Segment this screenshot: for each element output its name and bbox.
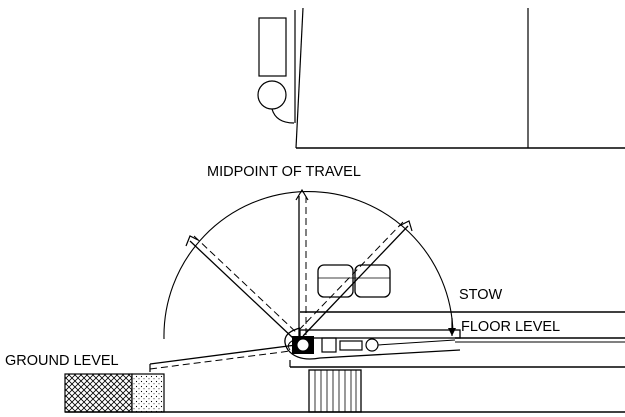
vehicle-underbody <box>289 360 625 368</box>
curb-hatched <box>64 373 133 413</box>
platform-positions <box>149 188 413 372</box>
mirror-arm <box>271 108 295 124</box>
seat-cushions <box>317 264 391 298</box>
lowered-platform <box>149 344 299 372</box>
mirror-box <box>258 17 287 77</box>
door-edge-line <box>295 7 304 149</box>
lift-base <box>284 327 461 360</box>
pump-box <box>321 337 337 353</box>
stowed-platform <box>299 329 461 339</box>
stow-arrow-head <box>448 328 456 336</box>
vertical-platform <box>295 188 309 340</box>
left-diagonal-platform <box>185 235 299 339</box>
cylinder-body <box>339 340 363 351</box>
mirror-knob <box>257 80 287 110</box>
cylinder-end <box>365 338 379 352</box>
floor-level-label: FLOOR LEVEL <box>461 319 560 335</box>
midpoint-label: MIDPOINT OF TRAVEL <box>207 164 361 180</box>
travel-arc <box>163 190 454 340</box>
curb-concrete <box>131 373 165 413</box>
stow-label: STOW <box>459 287 503 303</box>
cylinder-rod <box>377 339 456 346</box>
ground-level-label: GROUND LEVEL <box>5 353 119 369</box>
ground-curb <box>64 373 625 413</box>
vehicle-upper-body <box>257 7 625 149</box>
vehicle-floor <box>299 311 625 343</box>
tire <box>308 369 362 413</box>
